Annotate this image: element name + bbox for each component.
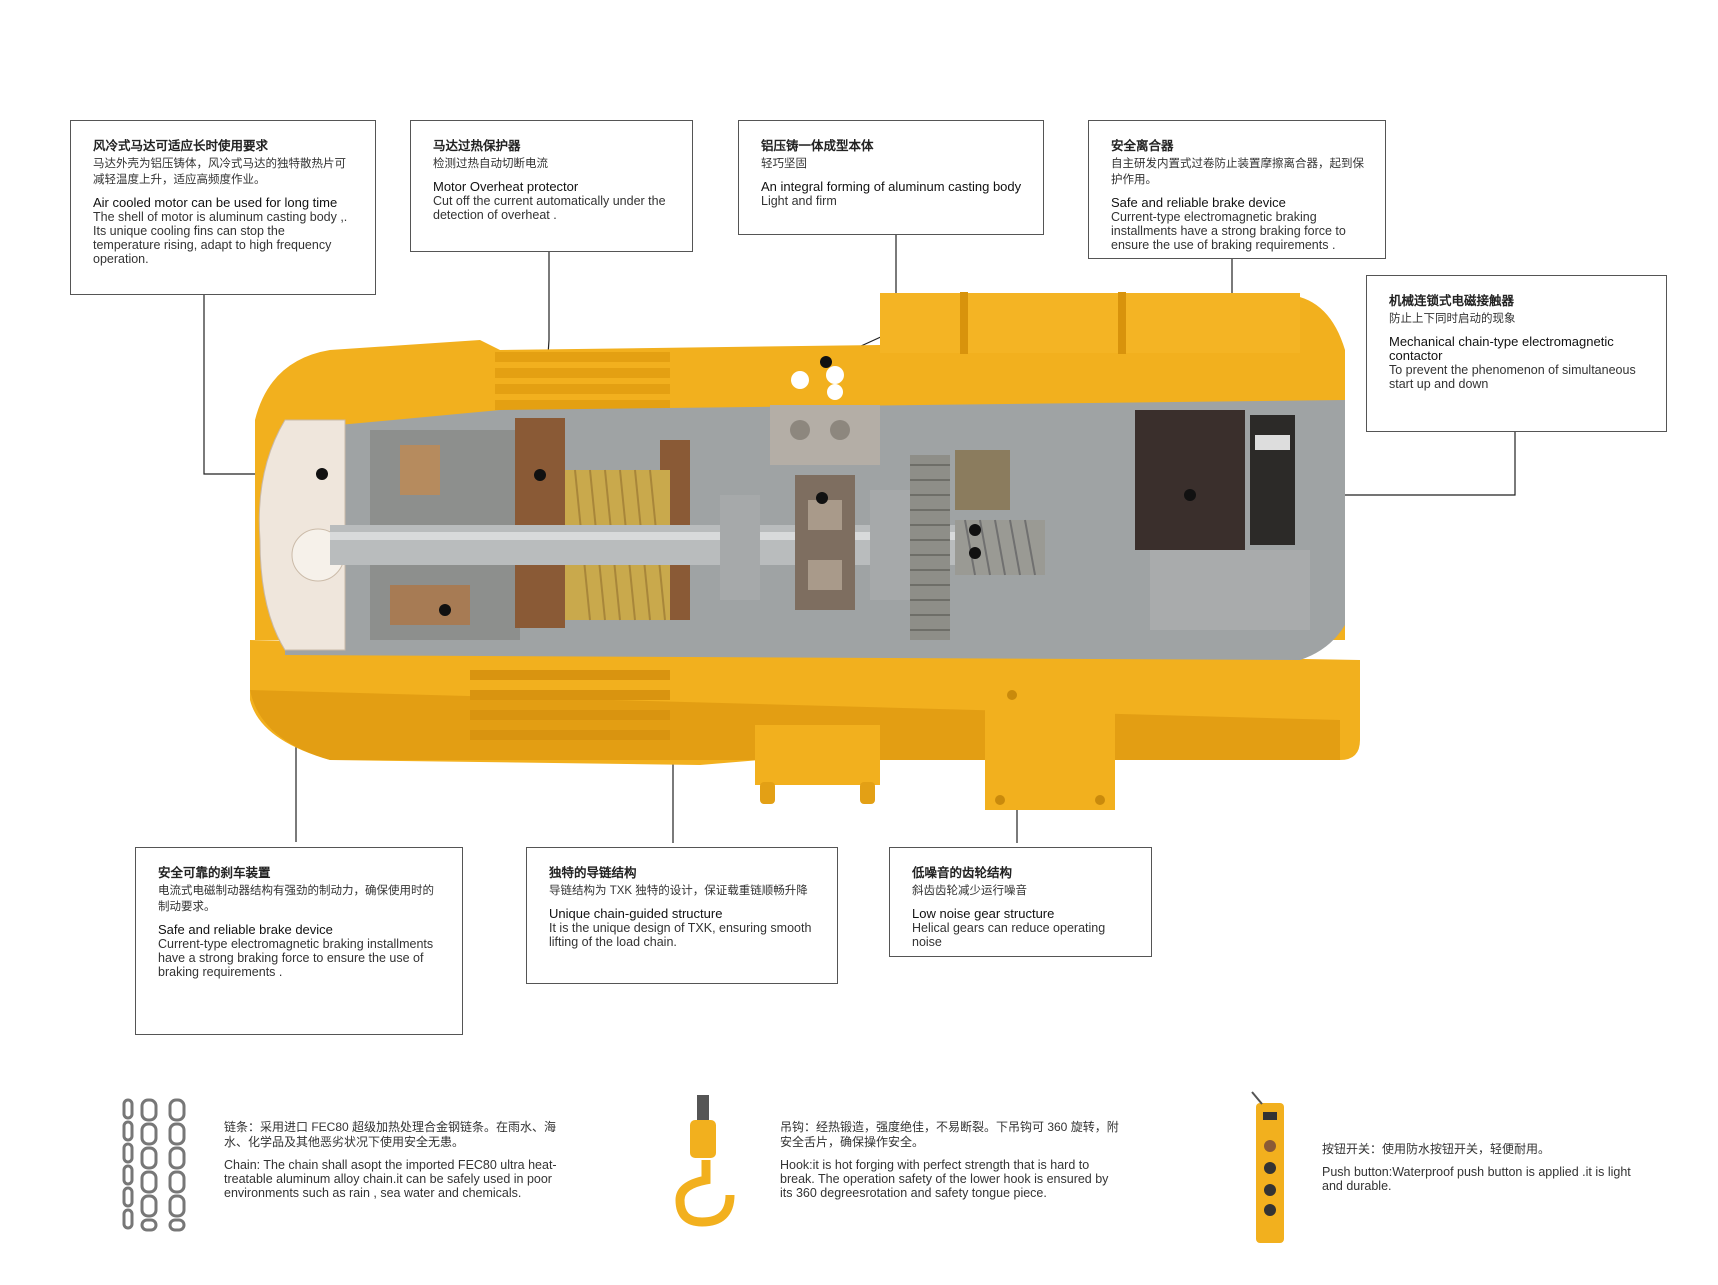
callout-clutch-cn-title: 安全离合器 [1111, 139, 1174, 153]
copper-windings [515, 418, 565, 628]
callout-overheat: 马达过热保护器 检测过热自动切断电流 Motor Overheat protec… [410, 120, 693, 252]
chain-illustration [122, 1098, 186, 1232]
hook-description: 吊钩：经热锻造，强度绝佳，不易断裂。下吊钩可 360 旋转，附安全舌片，确保操作… [780, 1120, 1120, 1200]
callout-clutch-en-body: Current-type electromagnetic braking ins… [1111, 210, 1346, 252]
callout-gear: 低噪音的齿轮结构 斜齿齿轮减少运行噪音 Low noise gear struc… [889, 847, 1152, 957]
hook-en: Hook:it is hot forging with perfect stre… [780, 1158, 1109, 1200]
callout-gear-en-title: Low noise gear structure [912, 906, 1055, 921]
callout-overheat-en-body: Cut off the current automatically under … [433, 194, 666, 222]
callout-contactor-cn-title: 机械连锁式电磁接触器 [1389, 294, 1515, 308]
callout-clutch: 安全离合器 自主研发内置式过卷防止装置摩擦离合器，起到保护作用。 Safe an… [1088, 120, 1386, 259]
callout-overheat-cn-body: 检测过热自动切断电流 [433, 158, 548, 170]
callout-contactor: 机械连锁式电磁接触器 防止上下同时启动的现象 Mechanical chain-… [1366, 275, 1667, 432]
callout-motor-cn-body: 马达外壳为铝压铸体，风冷式马达的独特散热片可减轻温度上升，适应高频度作业。 [93, 158, 346, 186]
callout-body-en-title: An integral forming of aluminum casting … [761, 179, 1022, 194]
helical-gear-large [910, 455, 950, 640]
push-button-illustration [1251, 1091, 1284, 1243]
callout-gear-cn-body: 斜齿齿轮减少运行噪音 [912, 885, 1027, 897]
callout-brake-en-body: Current-type electromagnetic braking ins… [158, 937, 434, 979]
housing-flange [985, 680, 1115, 810]
callout-body-en-body: Light and firm [761, 194, 837, 208]
callout-overheat-cn-title: 马达过热保护器 [433, 139, 521, 153]
dot-overheat [534, 469, 546, 481]
dot-motor [316, 468, 328, 480]
chain-en: Chain: The chain shall asopt the importe… [224, 1158, 557, 1200]
dot-gear [969, 547, 981, 559]
cooling-fins-top [495, 352, 670, 410]
callout-body: 铝压铸一体成型本体 轻巧坚固 An integral forming of al… [738, 120, 1044, 235]
electromagnetic-contactor [1135, 410, 1245, 550]
callout-overheat-en-title: Motor Overheat protector [433, 179, 579, 194]
callout-chainguide-cn-title: 独特的导链结构 [549, 866, 637, 880]
callout-chainguide-en-body: It is the unique design of TXK, ensuring… [549, 921, 812, 949]
safety-clutch [955, 450, 1010, 510]
dot-contactor [1184, 489, 1196, 501]
callout-brake: 安全可靠的刹车装置 电流式电磁制动器结构有强劲的制动力，确保使用时的制动要求。 … [135, 847, 463, 1035]
dot-brake [439, 604, 451, 616]
callout-clutch-cn-body: 自主研发内置式过卷防止装置摩擦离合器，起到保护作用。 [1111, 158, 1364, 186]
cooling-fins-bottom [470, 670, 670, 740]
bearing-right [870, 490, 910, 600]
callout-motor: 风冷式马达可适应长时使用要求 马达外壳为铝压铸体，风冷式马达的独特散热片可减轻温… [70, 120, 376, 295]
callout-chainguide-en-title: Unique chain-guided structure [549, 906, 723, 921]
callout-motor-en-title: Air cooled motor can be used for long ti… [93, 195, 338, 210]
callout-brake-cn-title: 安全可靠的刹车装置 [158, 866, 271, 880]
callout-brake-cn-body: 电流式电磁制动器结构有强劲的制动力，确保使用时的制动要求。 [158, 885, 434, 913]
callout-body-cn-body: 轻巧坚固 [761, 158, 807, 170]
button-description: 按钮开关：使用防水按钮开关，轻便耐用。 Push button:Waterpro… [1322, 1142, 1632, 1193]
hook-illustration [675, 1095, 735, 1227]
callout-contactor-en-body: To prevent the phenomenon of simultaneou… [1389, 363, 1636, 391]
dot-clutch [969, 524, 981, 536]
callout-dots [316, 356, 1196, 616]
housing-top-box [880, 293, 1300, 353]
chain-description: 链条：采用进口 FEC80 超级加热处理合金钢链条。在雨水、海水、化学品及其他恶… [224, 1120, 564, 1200]
dot-body [820, 356, 832, 368]
callout-motor-cn-title: 风冷式马达可适应长时使用要求 [93, 139, 269, 153]
callout-contactor-en-title: Mechanical chain-type electromagnetic co… [1389, 334, 1614, 363]
callout-chainguide: 独特的导链结构 导链结构为 TXK 独特的设计，保证载重链顺畅升降 Unique… [526, 847, 838, 984]
hoist-housing [250, 292, 1360, 810]
callout-gear-cn-title: 低噪音的齿轮结构 [912, 866, 1013, 880]
callout-gear-en-body: Helical gears can reduce operating noise [912, 921, 1106, 949]
hook-cn: 吊钩：经热锻造，强度绝佳，不易断裂。下吊钩可 360 旋转，附安全舌片，确保操作… [780, 1120, 1119, 1149]
callout-motor-en-body: The shell of motor is aluminum casting b… [93, 210, 348, 266]
callout-chainguide-cn-body: 导链结构为 TXK 独特的设计，保证载重链顺畅升降 [549, 885, 808, 897]
dot-chainguide [816, 492, 828, 504]
cast-frame [770, 405, 880, 465]
brake-cylinder [1150, 550, 1310, 630]
bearing-left [720, 495, 760, 600]
callout-contactor-cn-body: 防止上下同时启动的现象 [1389, 313, 1516, 325]
callout-body-cn-title: 铝压铸一体成型本体 [761, 139, 874, 153]
chain-cn: 链条：采用进口 FEC80 超级加热处理合金钢链条。在雨水、海水、化学品及其他恶… [224, 1120, 557, 1149]
chain-outlet-bracket [755, 725, 880, 785]
callout-clutch-en-title: Safe and reliable brake device [1111, 195, 1286, 210]
button-en: Push button:Waterproof push button is ap… [1322, 1165, 1631, 1193]
button-cn: 按钮开关：使用防水按钮开关，轻便耐用。 [1322, 1142, 1551, 1156]
callout-brake-en-title: Safe and reliable brake device [158, 922, 333, 937]
